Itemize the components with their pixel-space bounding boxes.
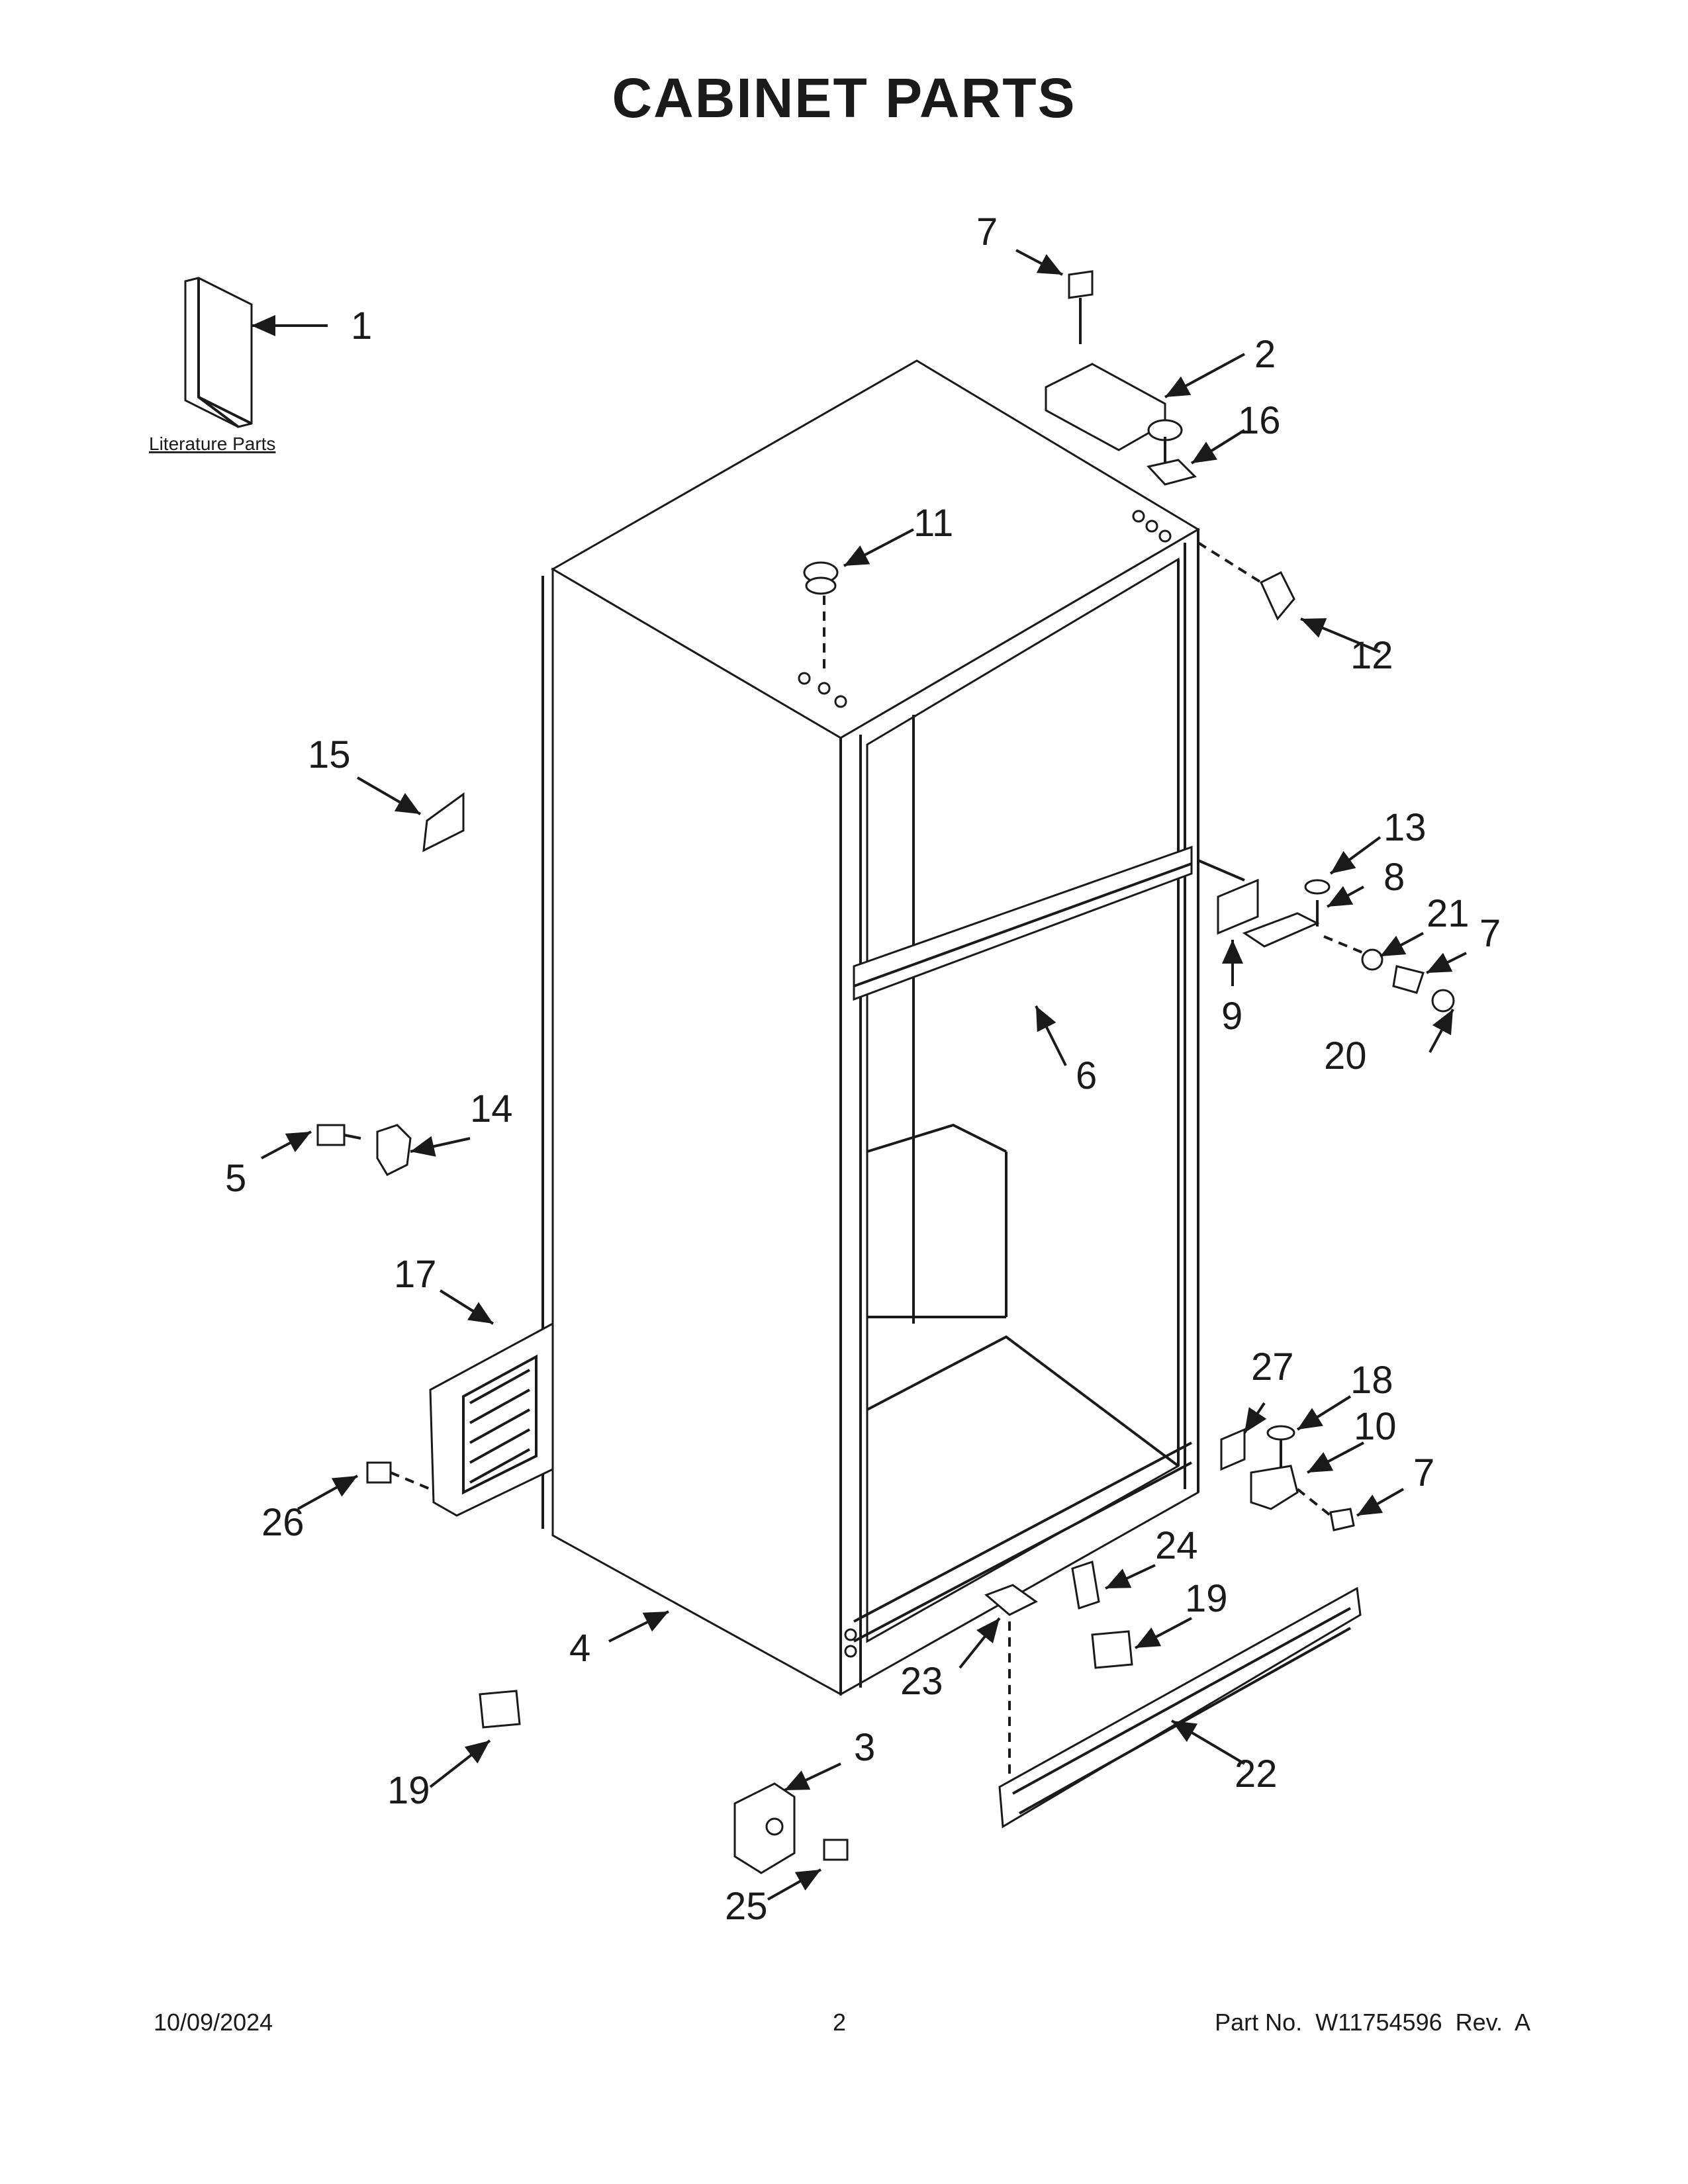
- callout-25: 25: [725, 1885, 768, 1928]
- callout-8: 8: [1383, 856, 1405, 899]
- callout-15: 15: [308, 733, 351, 776]
- callout-12: 12: [1350, 634, 1393, 677]
- spacer-19-left: [479, 1690, 521, 1729]
- callout-7-middle: 7: [1479, 912, 1501, 955]
- callout-17: 17: [394, 1253, 437, 1296]
- page-title: CABINET PARTS: [612, 67, 1076, 129]
- footer-part-number: Part No. W11754596 Rev. A: [1215, 2009, 1530, 2036]
- callout-13: 13: [1383, 806, 1427, 849]
- callout-26: 26: [261, 1501, 305, 1544]
- callout-18: 18: [1350, 1359, 1393, 1402]
- screw-26: [366, 1461, 431, 1490]
- callout-5: 5: [225, 1157, 246, 1200]
- bracket-15: [422, 792, 465, 852]
- footer-date: 10/09/2024: [154, 2009, 273, 2036]
- top-hinge: [1045, 363, 1183, 463]
- callout-20: 20: [1324, 1034, 1367, 1077]
- rear-grille: [429, 1322, 554, 1517]
- center-hinge-assembly: [1197, 859, 1455, 1013]
- hinge-shim: [1147, 459, 1197, 486]
- screw-5-bracket-14: [316, 1124, 412, 1176]
- callout-1: 1: [351, 304, 372, 347]
- refrigerator-cabinet: [541, 359, 1200, 1696]
- screw-top-hinge: [1068, 270, 1094, 344]
- callout-16: 16: [1238, 399, 1281, 442]
- literature-parts-booklet: [184, 277, 253, 428]
- footer-page-number: 2: [833, 2009, 847, 2036]
- callout-2: 2: [1254, 333, 1276, 376]
- spacer-19-right: [1091, 1630, 1133, 1669]
- literature-parts-label: Literature Parts: [149, 433, 275, 454]
- bottom-bracket-3: [733, 1782, 849, 1874]
- base-grille: [998, 1586, 1362, 1829]
- callout-23: 23: [900, 1660, 943, 1703]
- callout-9: 9: [1221, 995, 1243, 1038]
- plug-button: [803, 561, 839, 668]
- callout-22: 22: [1235, 1752, 1278, 1796]
- hinge-cover: [1197, 541, 1295, 621]
- callout-11: 11: [914, 502, 953, 545]
- callout-6: 6: [1076, 1054, 1097, 1097]
- callout-7-bottom: 7: [1413, 1451, 1434, 1494]
- bottom-hinge-assembly: [1220, 1425, 1355, 1531]
- callout-7-top: 7: [976, 210, 998, 253]
- callout-19-left: 19: [387, 1769, 430, 1812]
- part-23: [984, 1584, 1038, 1774]
- callout-21: 21: [1427, 892, 1470, 935]
- callout-10: 10: [1354, 1405, 1397, 1448]
- callout-19-right: 19: [1185, 1577, 1228, 1620]
- clip-24: [1071, 1561, 1100, 1610]
- callout-3: 3: [854, 1726, 875, 1769]
- callout-27: 27: [1251, 1345, 1294, 1388]
- callout-4: 4: [569, 1627, 590, 1670]
- callout-24: 24: [1155, 1524, 1198, 1567]
- callout-14: 14: [470, 1087, 513, 1130]
